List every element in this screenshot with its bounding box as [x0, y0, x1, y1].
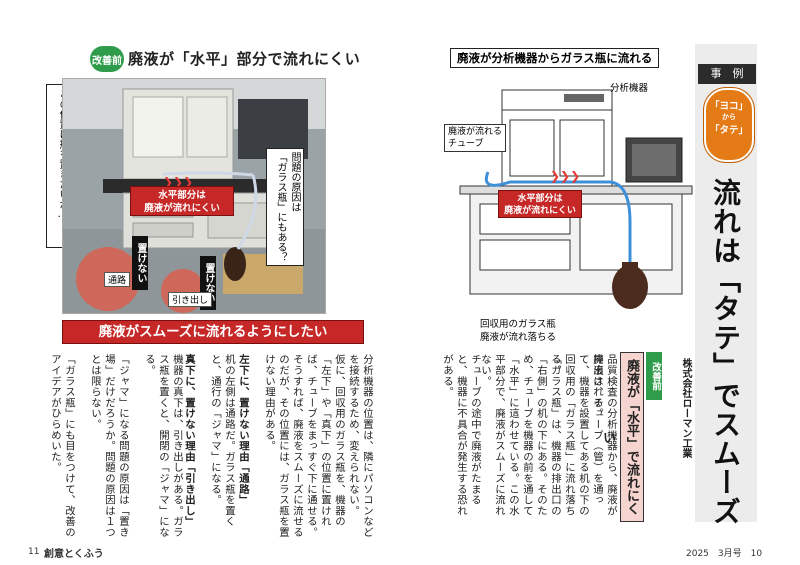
- svg-text:❯❯❯: ❯❯❯: [163, 175, 193, 189]
- diagram-label-tube: 廃液が流れる チューブ: [444, 124, 507, 152]
- tate-label: 「タテ」: [709, 125, 748, 136]
- left-body-col-4: 机の左側は通路だ。ガラス瓶を置くと、通行の「ジャマ」になる。: [209, 354, 235, 527]
- left-body-col-6: 「ジャマ」になる問題の原因は「置き場」だけだろうか。問題の原因は１つとは限らない…: [89, 354, 129, 538]
- svg-text:❯❯❯: ❯❯❯: [550, 169, 580, 183]
- before-tag-badge: 改善前: [90, 46, 124, 72]
- left-body-subhead-1: 左下に、置けない理由「通路」: [237, 354, 249, 506]
- right-body-col-4: チューブの途中で廃液がたまると、機器に不具合が発生する恐れがある。: [441, 354, 481, 516]
- section-tag: 改善前: [646, 352, 662, 400]
- left-body-col-1: 分析機器の位置は、隣にパソコンなどを接続するため、変えられない。: [347, 354, 373, 538]
- right-body-col-3: 「ガラス瓶」は、機器の排出口の「右側」の机の下にある。そのため、チューブを機器の…: [479, 354, 561, 516]
- jirei-label: 事 例: [698, 64, 756, 84]
- photo-label-horizontal: 水平部分は 廃液が流れにくい: [130, 186, 234, 216]
- company-name: 株式会社ローマン工業: [680, 358, 691, 458]
- diagram-title: 廃液が分析機器からガラス瓶に流れる: [450, 48, 660, 68]
- before-tag-label: 改善前: [92, 55, 122, 67]
- left-page: 改善前 廃液が「水平」部分で流れにくい 廃液を、下にまっすぐ流すには この位置に…: [28, 46, 373, 560]
- right-footer: 2025 3月号 10: [686, 549, 763, 559]
- diagram-label-bottle: 回収用のガラス瓶 廃液が流れ落ちる: [480, 319, 557, 343]
- photo-callout-bottle-cause: 問題の原因は 「ガラス瓶」にもある？: [266, 148, 304, 266]
- left-body-subhead-2: 真下に、置けない理由「引き出し」: [183, 354, 195, 527]
- photo-label-drawer: 引き出し: [168, 292, 213, 307]
- yoko-label: 「ヨコ」: [709, 101, 748, 112]
- main-title: 流れは「タテ」でスムーズ: [709, 178, 742, 526]
- right-body-col-1: 品質検査の分析機器から、廃液が排出される。: [591, 354, 617, 516]
- photo-label-cannot-place-1: 置けない: [132, 236, 148, 290]
- left-banner: 廃液がスムーズに流れるようにしたい: [62, 320, 364, 344]
- section-title: 廃液が「水平」で流れにくい: [600, 352, 644, 522]
- magazine-name: 創意とくふう: [44, 549, 104, 560]
- left-body-col-5: 機器の真下は、引き出しがある。ガラス瓶を置くと、開閉の「ジャマ」になる。: [143, 354, 183, 538]
- photo-label-passage: 通路: [104, 272, 131, 287]
- right-page: 廃液が分析機器からガラス瓶に流れる ❯❯❯ 分析機器 廃液が流れる チューブ 水…: [400, 0, 800, 565]
- left-header-title: 廃液が「水平」部分で流れにくい: [128, 50, 361, 68]
- left-body-col-7: 「ガラス瓶」にも目をつけて、改善のアイデアがひらめいた。: [49, 354, 75, 538]
- lab-photo: ❯❯❯: [62, 78, 326, 314]
- left-body-col-3: そうすれば、廃液をスムーズに流せるのだが、その位置には、ガラス瓶を置けない理由が…: [263, 354, 303, 538]
- left-body-col-2: 仮に、回収用のガラス瓶を、機器の「左下」や「真下」の位置に置ければ、チューブをま…: [305, 354, 345, 538]
- right-body-col-2: 廃液は、チューブ（管）を通って、機器を設置してある机の下の回収用の「ガラス瓶」に…: [549, 354, 603, 516]
- yoko-badge: 「ヨコ」 から 「タテ」: [704, 88, 754, 162]
- left-page-number: 11: [28, 547, 40, 557]
- kara-label: から: [722, 113, 736, 121]
- diagram-label-instrument: 分析機器: [610, 83, 649, 94]
- diagram-label-horizontal: 水平部分は 廃液が流れにくい: [498, 190, 582, 218]
